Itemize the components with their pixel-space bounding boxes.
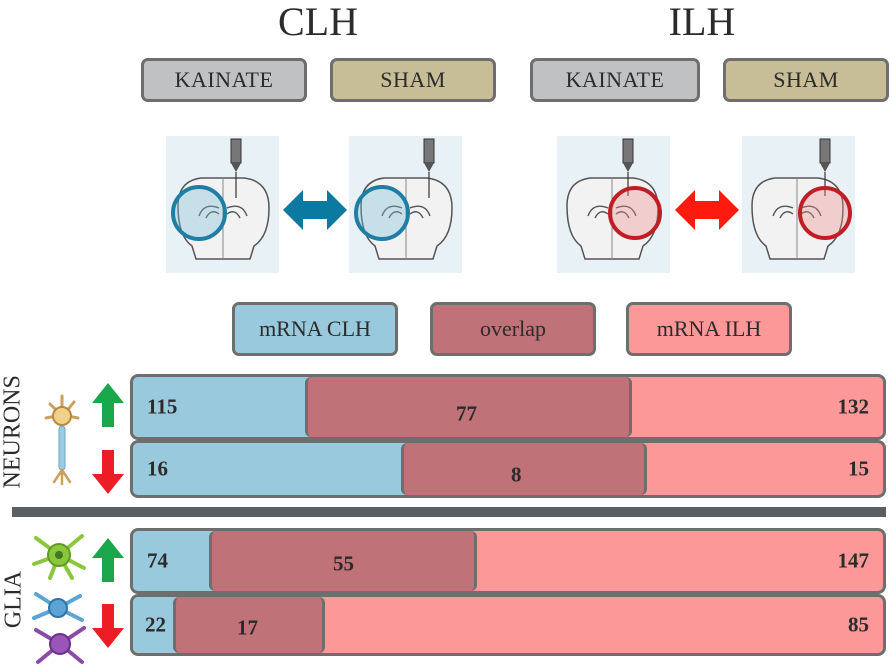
legend-overlap: overlap: [430, 302, 596, 356]
bar-segment-overlap: [305, 377, 632, 437]
title-clh: CLH: [278, 0, 358, 44]
value-overlap: 8: [511, 462, 522, 487]
neurons-up-arrow-icon: [92, 383, 124, 427]
clh-kainate-box: KAINATE: [141, 58, 307, 102]
brain-ilh-kainate: [557, 136, 670, 273]
bar-segment-overlap: [173, 597, 325, 653]
glia-up-arrow-icon: [92, 538, 124, 582]
bar-glia-up: 74 55 147: [130, 528, 886, 594]
bar-segment-overlap: [401, 443, 647, 495]
bar-segment-clh: [133, 531, 213, 591]
value-overlap: 77: [456, 401, 477, 426]
clh-double-arrow-icon: [283, 190, 347, 230]
neurons-down-arrow-icon: [92, 450, 124, 494]
value-ilh: 147: [837, 548, 870, 573]
section-label-glia: GLIA: [0, 570, 27, 629]
microglia-icon: [34, 626, 86, 664]
astrocyte-icon: [32, 534, 86, 580]
value-overlap: 55: [333, 551, 354, 576]
clh-sham-box: SHAM: [330, 58, 496, 102]
bar-segment-clh: [133, 597, 177, 653]
section-label-neurons: NEURONS: [0, 375, 26, 489]
section-divider: [12, 507, 886, 517]
value-overlap: 17: [237, 615, 258, 640]
value-ilh: 15: [848, 456, 869, 481]
title-ilh: ILH: [668, 0, 736, 44]
value-clh: 22: [145, 612, 166, 637]
bar-neurons-up: 115 77 132: [130, 374, 886, 440]
brain-clh-kainate: [166, 136, 279, 273]
ilh-double-arrow-icon: [675, 190, 739, 230]
legend-mrna-ilh: mRNA ILH: [626, 302, 792, 356]
brain-clh-sham: [349, 136, 462, 273]
bar-segment-clh: [133, 443, 405, 495]
oligodendrocyte-icon: [32, 592, 84, 622]
bar-glia-down: 22 17 85: [130, 594, 886, 656]
brain-ilh-sham: [742, 136, 855, 273]
bar-segment-overlap: [209, 531, 477, 591]
value-clh: 16: [147, 456, 168, 481]
value-ilh: 132: [837, 394, 870, 419]
ilh-sham-box: SHAM: [723, 58, 889, 102]
ilh-kainate-box: KAINATE: [530, 58, 700, 102]
neuron-icon: [44, 394, 80, 486]
legend-mrna-clh: mRNA CLH: [232, 302, 398, 356]
bar-neurons-down: 16 8 15: [130, 440, 886, 498]
bar-segment-clh: [133, 377, 308, 437]
value-clh: 115: [147, 394, 178, 419]
value-clh: 74: [147, 548, 168, 573]
value-ilh: 85: [848, 612, 869, 637]
glia-down-arrow-icon: [92, 604, 124, 648]
